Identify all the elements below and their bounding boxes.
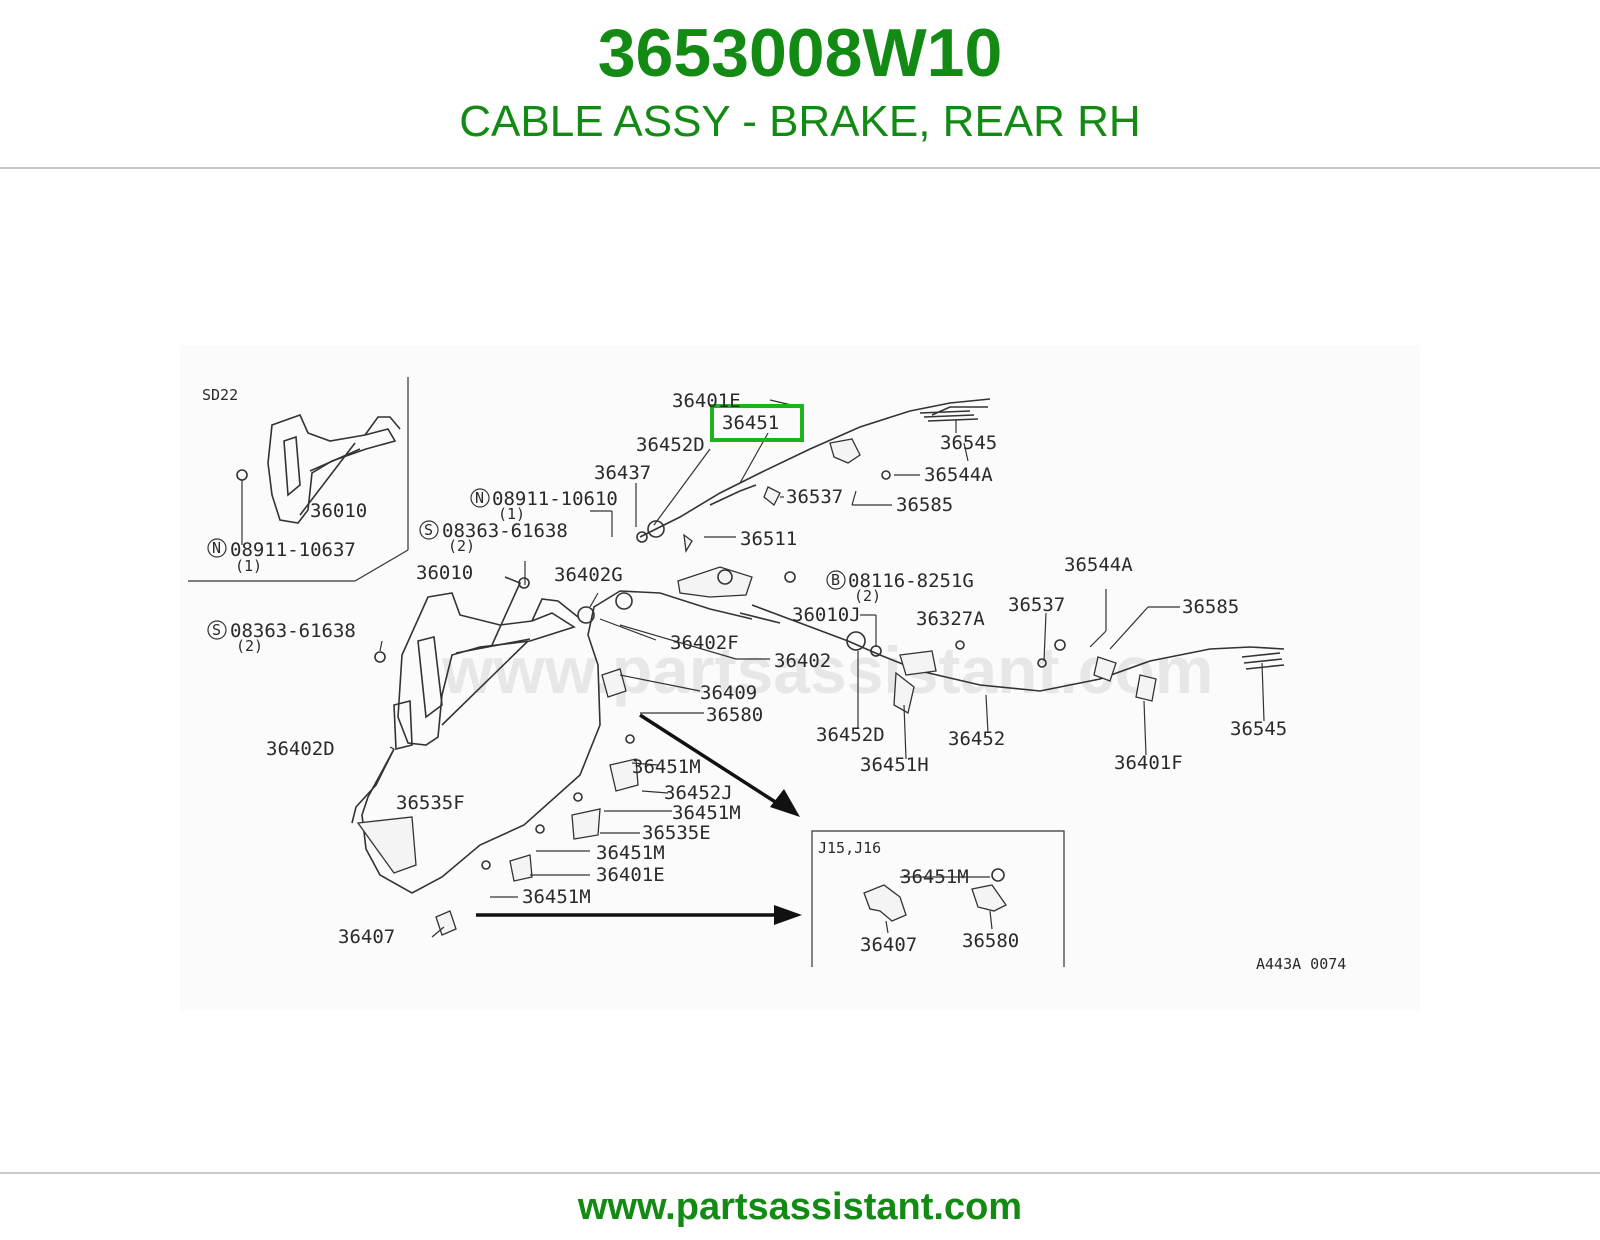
prefix-s-circle-b <box>207 620 227 640</box>
label-36402F: 36402F <box>670 632 739 654</box>
label-36535E: 36535E <box>642 822 711 844</box>
label-36402D: 36402D <box>266 738 335 760</box>
cable-clips <box>356 668 639 936</box>
label-36451: 36451 <box>722 412 779 434</box>
part-labels: 36401E 36451 36545 36452D 36544A 36437 N… <box>207 390 1346 973</box>
label-36452D-top: 36452D <box>636 434 705 456</box>
watermark-text: www.partsassistant.com <box>441 633 1213 707</box>
label-08363-61638-a: 08363-61638 <box>442 520 568 542</box>
prefix-b: B <box>831 571 840 589</box>
equalizer-and-rear-cable-lh <box>677 566 1285 714</box>
label-08911-qty: (1) <box>498 505 525 523</box>
inset-sd22-qty: (1) <box>235 557 262 575</box>
rear-cable-rh <box>636 398 991 553</box>
label-36544A-top: 36544A <box>924 464 993 486</box>
inset-sd22: SD22 36010 N 08911-10637 (1) <box>188 377 409 582</box>
prefix-s-circle-a <box>419 520 439 540</box>
prefix-n-circle <box>470 488 490 508</box>
label-36452J: 36452J <box>664 782 733 804</box>
parking-brake-pedal <box>374 576 579 751</box>
label-36010J: 36010J <box>792 604 861 626</box>
diagram-code: A443A 0074 <box>1256 955 1346 973</box>
footer-url[interactable]: www.partsassistant.com <box>577 1186 1023 1228</box>
prefix-s-b: S <box>212 621 221 639</box>
prefix-n-sd22: N <box>212 539 221 557</box>
label-36545-top: 36545 <box>940 432 997 454</box>
inset-j15-label: J15,J16 <box>818 839 881 857</box>
label-36407: 36407 <box>338 926 395 948</box>
header-divider <box>0 167 1600 169</box>
direction-arrows <box>476 713 802 925</box>
label-08363-a-qty: (2) <box>448 537 475 555</box>
prefix-s-a: S <box>424 521 433 539</box>
label-36437: 36437 <box>594 462 651 484</box>
label-36452: 36452 <box>948 728 1005 750</box>
label-36585-right: 36585 <box>1182 596 1239 618</box>
inset-j15-part-36580: 36580 <box>962 930 1019 952</box>
label-08116-8251G: 08116-8251G <box>848 570 974 592</box>
label-36401F: 36401F <box>1114 752 1183 774</box>
parts-diagram: www.partsassistant.com SD22 36010 N 0891… <box>180 345 1420 1010</box>
footer-divider <box>0 1172 1600 1174</box>
label-08363-b-qty: (2) <box>236 637 263 655</box>
part-title: CABLE ASSY - BRAKE, REAR RH <box>459 97 1141 146</box>
diagram-background <box>180 345 1420 1010</box>
prefix-n: N <box>475 489 484 507</box>
label-36402: 36402 <box>774 650 831 672</box>
label-08911-10610: 08911-10610 <box>492 488 618 510</box>
label-36451M-a: 36451M <box>632 756 701 778</box>
label-36401E-top: 36401E <box>672 390 741 412</box>
highlight-box-36451 <box>710 404 804 442</box>
inset-sd22-part-08911: 08911-10637 <box>230 539 356 561</box>
label-36401E-bottom: 36401E <box>596 864 665 886</box>
inset-sd22-part-36010: 36010 <box>310 500 367 522</box>
label-36545-right: 36545 <box>1230 718 1287 740</box>
label-36451M-d: 36451M <box>522 886 591 908</box>
parts-diagram-svg: www.partsassistant.com SD22 36010 N 0891… <box>180 345 1420 1010</box>
label-36451H: 36451H <box>860 754 929 776</box>
label-08116-qty: (2) <box>854 587 881 605</box>
leader-lines <box>379 399 1265 938</box>
label-36451M-c: 36451M <box>596 842 665 864</box>
label-36010: 36010 <box>416 562 473 584</box>
label-36327A: 36327A <box>916 608 985 630</box>
part-number: 3653008W10 <box>597 15 1003 91</box>
prefix-b-circle <box>826 570 846 590</box>
label-36535F: 36535F <box>396 792 465 814</box>
inset-sd22-label: SD22 <box>202 386 238 404</box>
label-36452D-mid: 36452D <box>816 724 885 746</box>
label-36544A-right: 36544A <box>1064 554 1133 576</box>
label-36580: 36580 <box>706 704 763 726</box>
inset-j15-part-36407: 36407 <box>860 934 917 956</box>
label-36537-top: 36537 <box>786 486 843 508</box>
label-36402G: 36402G <box>554 564 623 586</box>
label-08363-61638-b: 08363-61638 <box>230 620 356 642</box>
front-cable <box>351 590 753 894</box>
label-36451M-b: 36451M <box>672 802 741 824</box>
label-36409: 36409 <box>700 682 757 704</box>
label-36511: 36511 <box>740 528 797 550</box>
label-36585-top: 36585 <box>896 494 953 516</box>
label-36537-right: 36537 <box>1008 594 1065 616</box>
page-header: 3653008W10 CABLE ASSY - BRAKE, REAR RH <box>0 0 1600 168</box>
